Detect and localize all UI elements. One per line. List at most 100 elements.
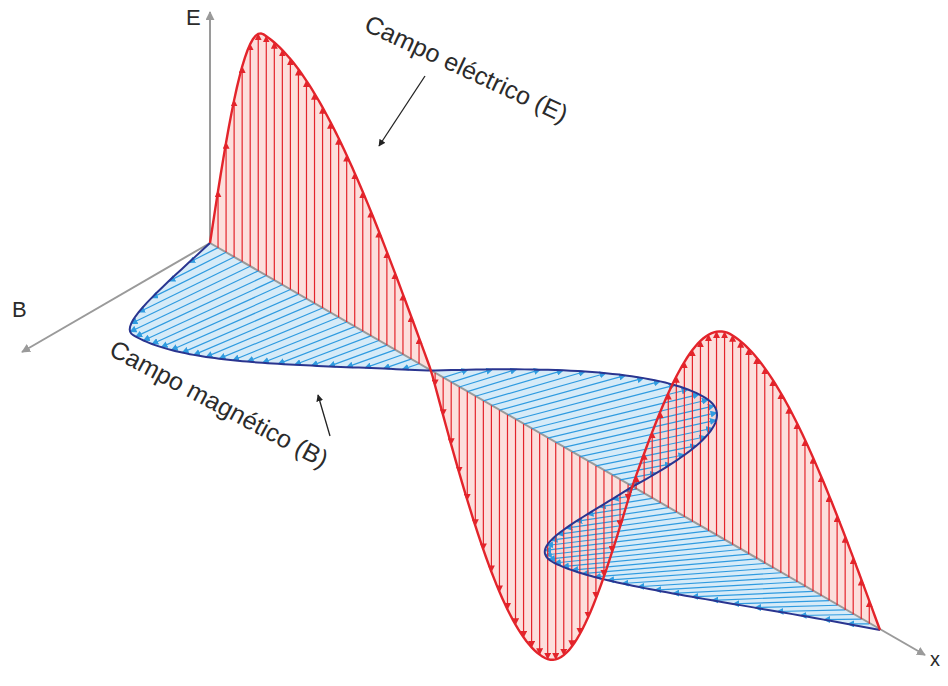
electric-vector (298, 69, 299, 294)
electric-vector (258, 34, 259, 271)
magnetic-vector (347, 350, 395, 367)
electric-vector (394, 273, 395, 350)
magnetic-vector (549, 540, 725, 559)
magnetic-vector (483, 372, 585, 401)
electric-vector (748, 349, 749, 554)
electric-vector (483, 401, 484, 550)
electric-vector (475, 396, 476, 525)
magnetic-vector (712, 596, 821, 600)
electric-vector (531, 429, 532, 648)
electric-vector (684, 362, 685, 517)
electric-vector (314, 94, 315, 304)
electric-vector (467, 392, 468, 500)
electric-vector (410, 316, 411, 359)
magnetic-vector (263, 327, 355, 363)
electric-vector (459, 387, 460, 473)
electric-vector (250, 44, 251, 266)
axes (22, 12, 925, 655)
magnetic-vector (451, 369, 492, 382)
magnetic-vector (622, 573, 781, 584)
magnetic-vector (556, 406, 714, 443)
magnetic-curve (130, 243, 880, 630)
electric-vector (828, 496, 829, 601)
magnetic-vector (206, 308, 322, 357)
leader-line (318, 395, 330, 436)
electric-vector (668, 393, 669, 507)
electric-vector (788, 407, 789, 577)
magnetic-vector (295, 336, 371, 365)
electric-vector (676, 377, 677, 513)
electric-vector (732, 335, 733, 544)
electric-vector (700, 341, 701, 526)
magnetic-vector (547, 526, 701, 545)
magnetic-vector (800, 614, 853, 616)
electric-vector (266, 36, 267, 275)
magnetic-vector (152, 257, 235, 298)
magnetic-vector (182, 299, 306, 353)
electric-vector (571, 452, 572, 647)
electric-field-fill (210, 33, 880, 659)
electric-vector (242, 67, 243, 262)
electric-vector (579, 457, 580, 634)
electric-vector (539, 433, 540, 654)
leader-line (379, 76, 425, 146)
electric-vector (402, 294, 403, 354)
electric-vector (499, 410, 500, 592)
magnetic-vector (143, 280, 274, 340)
magnetic-vector (475, 370, 563, 396)
electric-vector (692, 350, 693, 522)
electric-vector (660, 412, 661, 503)
electric-field-vectors (218, 34, 869, 659)
electric-vector (354, 173, 355, 326)
electric-curve (210, 33, 880, 659)
e-axis (209, 12, 211, 243)
electric-vector (370, 211, 371, 336)
b-axis (22, 243, 210, 352)
electric-vector (853, 558, 854, 615)
field-curves (130, 33, 880, 659)
magnetic-vector (545, 536, 716, 555)
magnetic-vector (169, 252, 226, 281)
electric-vector (225, 142, 226, 252)
electric-vector (837, 516, 838, 605)
electric-vector (386, 252, 387, 345)
electric-vector (322, 107, 323, 308)
electric-vector (861, 579, 862, 619)
magnetic-vector (312, 341, 379, 366)
electric-vector (515, 419, 516, 624)
magnetic-field-vectors (130, 248, 869, 624)
electric-vector (764, 368, 765, 563)
electric-vector (603, 471, 604, 577)
electric-vector (845, 537, 846, 610)
electric-vector (619, 480, 620, 527)
axis-label: x (930, 648, 940, 670)
magnetic-vector (384, 359, 411, 369)
electric-vector (523, 424, 524, 637)
magnetic-vector (507, 378, 643, 415)
magnetic-vector (555, 545, 733, 563)
magnetic-vector (733, 601, 829, 604)
electric-vector (587, 461, 588, 618)
magnetic-vector (755, 605, 837, 607)
electric-vector (451, 382, 452, 444)
magnetic-vector (152, 285, 282, 344)
electric-vector (724, 332, 725, 540)
magnetic-vector (692, 591, 813, 597)
electric-vector (595, 466, 596, 599)
electric-vector (306, 81, 307, 299)
electric-vector (644, 453, 645, 493)
electric-vector (780, 393, 781, 573)
magnetic-vector (247, 322, 346, 362)
magnetic-vector (194, 303, 315, 355)
electric-vector (290, 59, 291, 289)
magnetic-vector (161, 289, 290, 347)
electric-vector (378, 231, 379, 340)
electric-vector (234, 100, 235, 257)
magnetic-vector (655, 582, 797, 590)
electric-vector (338, 138, 339, 317)
magnetic-vector (563, 550, 741, 567)
electric-vector (282, 50, 283, 285)
electric-vector (652, 432, 653, 498)
